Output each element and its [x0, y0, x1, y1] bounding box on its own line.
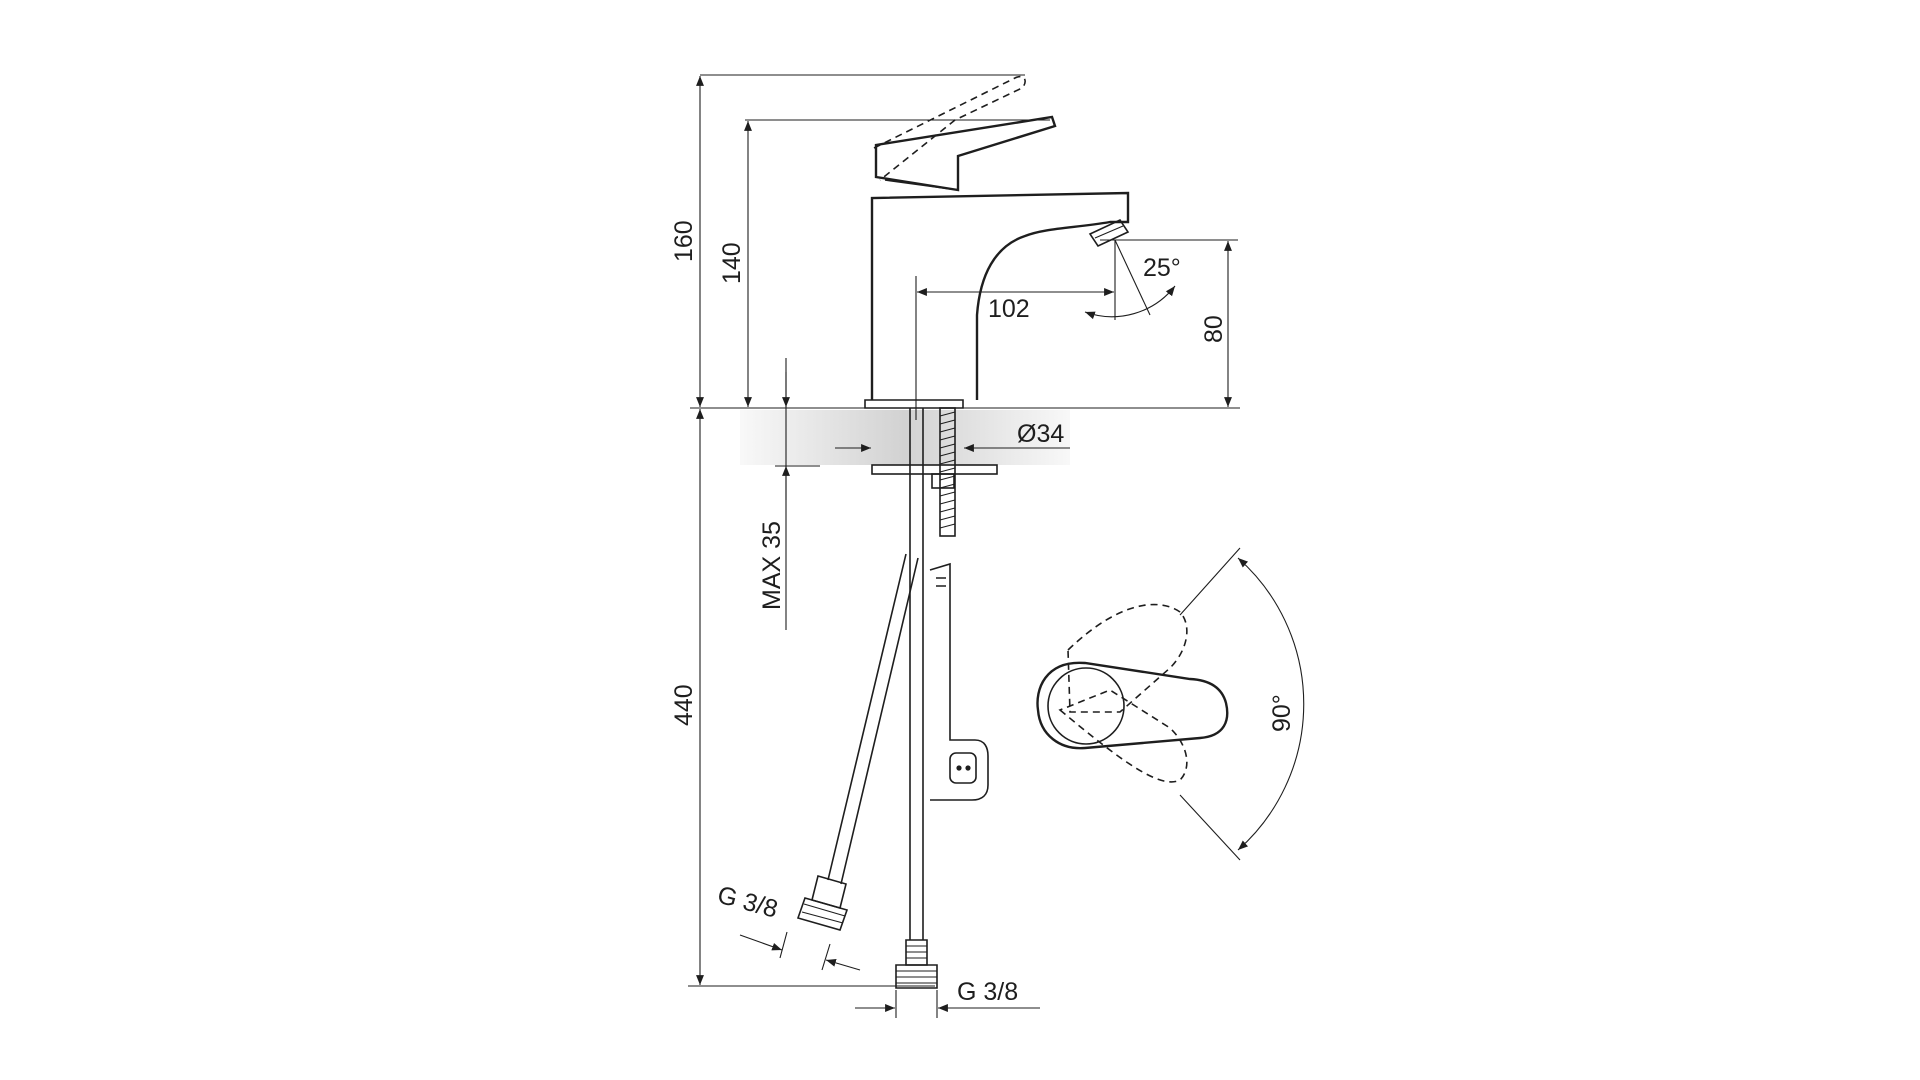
base-diameter-label: Ø34 — [1017, 420, 1064, 448]
max-deck-thickness-label: MAX 35 — [758, 521, 786, 610]
countertop-deck — [740, 410, 1070, 465]
mounting-stud — [871, 407, 998, 537]
hose-connection-left-label: G 3/8 — [714, 881, 780, 924]
lever-handle — [874, 115, 1057, 192]
hose-length-label: 440 — [670, 684, 698, 726]
hose-connection-bottom-label: G 3/8 — [957, 978, 1018, 1006]
total-height-label: 160 — [670, 220, 698, 262]
lever-open-position-outline — [873, 75, 1026, 181]
lever-rotation-label: 90° — [1268, 694, 1296, 732]
lever-top-view — [1036, 603, 1229, 783]
rotation-arc — [1237, 557, 1305, 851]
hose-angled — [796, 553, 919, 931]
lever-height-label: 140 — [718, 242, 746, 284]
outlet-height-label: 80 — [1200, 315, 1228, 343]
spout-reach-label: 102 — [988, 295, 1030, 323]
spout-angle-label: 25° — [1143, 254, 1181, 282]
hose-clip — [929, 562, 989, 801]
hose-straight — [895, 408, 938, 989]
